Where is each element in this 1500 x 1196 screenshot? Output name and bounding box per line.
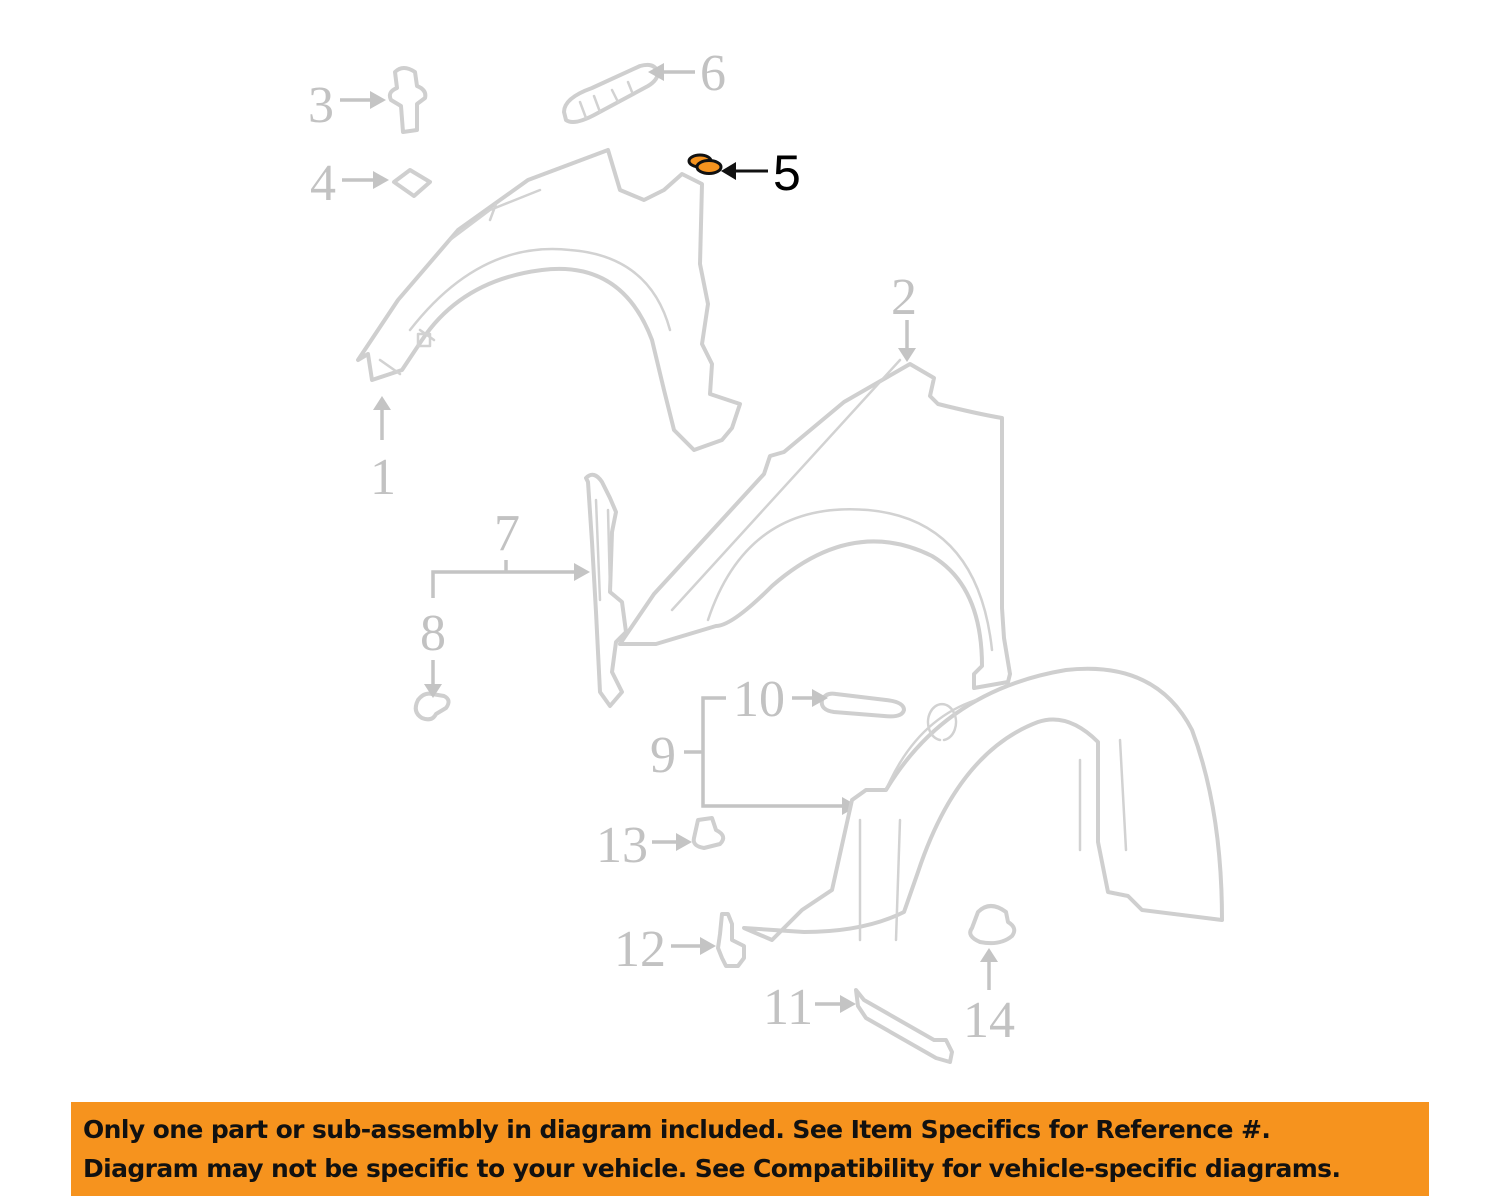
part-14-grommet	[968, 904, 1017, 990]
callout-8: 8	[420, 605, 446, 662]
disclaimer-line-1: Only one part or sub-assembly in diagram…	[83, 1115, 1271, 1144]
callout-7: 7	[494, 505, 520, 562]
part-6-seal	[562, 62, 695, 124]
part-2-fender	[618, 320, 1012, 690]
callout-9: 9	[650, 727, 676, 784]
part-1-fender-apron	[356, 148, 742, 452]
callout-2: 2	[891, 269, 917, 326]
callout-4: 4	[310, 155, 336, 212]
part-8-pin	[413, 660, 451, 722]
part-3-clip	[340, 66, 428, 134]
callout-6: 6	[700, 45, 726, 102]
callout-3: 3	[308, 77, 334, 134]
callout-10: 10	[733, 671, 785, 728]
part-4-nut	[342, 168, 432, 198]
part-9-wheel-liner	[742, 666, 1224, 942]
disclaimer-line-2: Diagram may not be specific to your vehi…	[83, 1154, 1341, 1183]
callout-5-highlighted: 5	[773, 145, 801, 201]
part-7-bracket	[431, 472, 628, 708]
part-13-clip	[652, 816, 726, 851]
callout-1: 1	[370, 449, 396, 506]
disclaimer-banner: Only one part or sub-assembly in diagram…	[71, 1102, 1429, 1196]
part-10-strip	[792, 689, 906, 719]
part-11-bracket	[815, 988, 954, 1064]
callout-14: 14	[963, 992, 1015, 1049]
part-5-highlighted	[687, 153, 768, 180]
callout-13: 13	[596, 817, 648, 874]
part-12-bolt	[671, 912, 746, 968]
parts-diagram	[340, 62, 1224, 1064]
callout-11: 11	[763, 979, 814, 1036]
callout-12: 12	[614, 921, 666, 978]
